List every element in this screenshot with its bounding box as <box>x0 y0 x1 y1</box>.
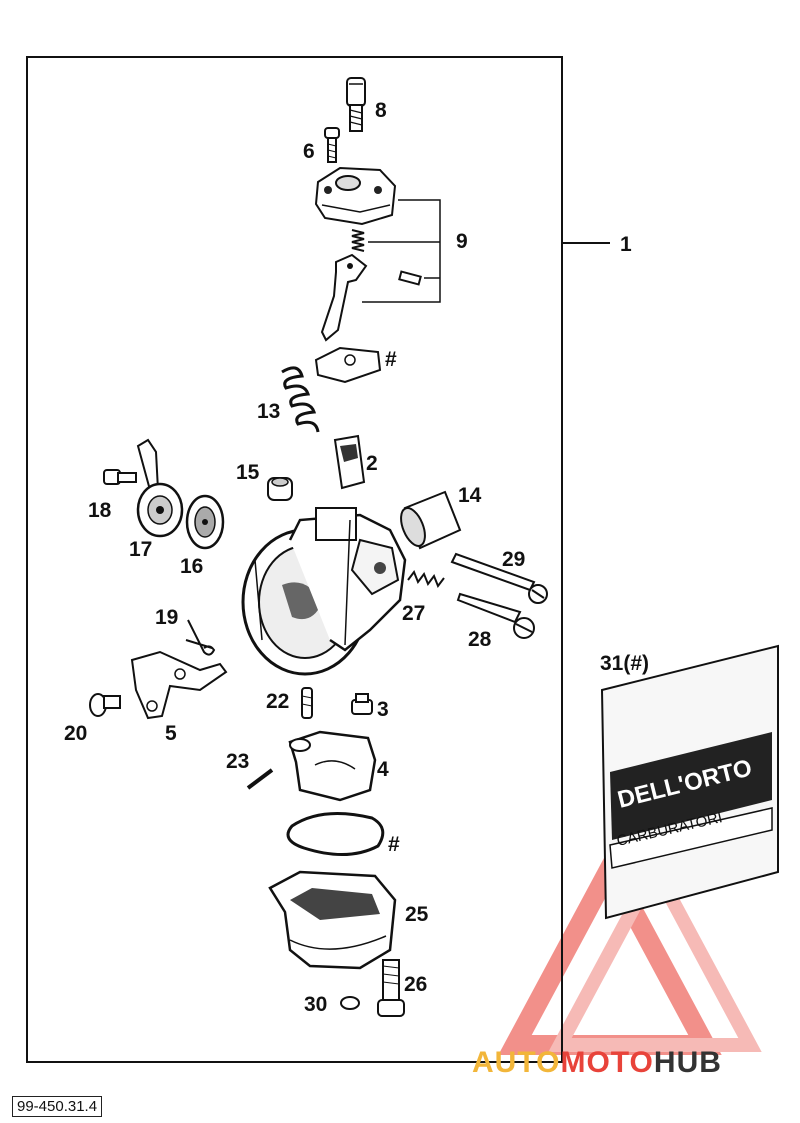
carburettor-body <box>241 507 407 676</box>
part-6-screw <box>324 127 340 163</box>
label-16: 16 <box>180 555 203 578</box>
label-5: 5 <box>165 722 177 745</box>
part-30-washer <box>340 996 360 1010</box>
label-15: 15 <box>236 461 260 484</box>
label-26: 26 <box>404 973 427 996</box>
part-18-screw <box>103 469 137 485</box>
part-26-bolt <box>377 959 405 1017</box>
label-22: 22 <box>266 690 289 713</box>
label-19: 19 <box>155 606 178 629</box>
label-3: 3 <box>377 698 389 721</box>
reference-code: 99-450.31.4 <box>12 1096 103 1117</box>
gasket-bottom <box>286 812 385 857</box>
label-14: 14 <box>458 484 482 507</box>
label-gasket-top: # <box>385 348 397 371</box>
assembly-frame <box>26 56 563 1063</box>
part-13-spring <box>281 366 320 433</box>
part-31-kit-bag <box>600 644 779 920</box>
part-28-screw <box>456 592 535 639</box>
part-8-screw <box>346 77 366 132</box>
part-3-jet <box>351 693 373 715</box>
label-6: 6 <box>303 140 315 163</box>
part-29-screw <box>450 552 548 604</box>
label-30: 30 <box>304 993 327 1016</box>
watermark-part-1: AUTO <box>472 1046 560 1079</box>
label-4: 4 <box>377 758 389 781</box>
watermark-part-3: HUB <box>654 1046 722 1079</box>
label-31: 31(#) <box>600 652 649 675</box>
label-27: 27 <box>402 602 425 625</box>
part-20-screw <box>89 693 121 717</box>
part-14-sleeve <box>400 490 462 550</box>
label-18: 18 <box>88 499 112 522</box>
label-17: 17 <box>129 538 152 561</box>
part-16-disc <box>185 494 225 550</box>
gasket-top <box>314 346 382 384</box>
label-23: 23 <box>226 750 249 773</box>
label-9: 9 <box>456 230 468 253</box>
label-29: 29 <box>502 548 525 571</box>
watermark-text: AUTOMOTOHUB <box>472 1046 722 1079</box>
label-2: 2 <box>366 452 378 475</box>
label-28: 28 <box>468 628 492 651</box>
part-25-float-bowl <box>268 870 397 970</box>
part-4-float <box>288 730 377 802</box>
label-8: 8 <box>375 99 387 122</box>
label-13: 13 <box>257 400 280 423</box>
part-17-lever <box>136 438 184 538</box>
part-2-needle <box>333 434 366 490</box>
part-27-spring <box>407 569 445 589</box>
part-9-cover-assembly <box>314 166 441 342</box>
watermark-part-2: MOTO <box>560 1046 653 1079</box>
label-20: 20 <box>64 722 87 745</box>
part-labels: 1 2 3 4 5 6 8 9 13 14 15 16 17 18 19 20 … <box>64 99 649 1016</box>
label-gasket-bottom: # <box>388 833 400 856</box>
part-5-bracket <box>130 650 228 720</box>
part-23-pin <box>246 768 274 790</box>
part-15-nut <box>267 477 293 501</box>
label-25: 25 <box>405 903 429 926</box>
part-19-spring <box>185 619 216 656</box>
label-1: 1 <box>620 233 632 256</box>
part-22-jet <box>301 687 313 719</box>
